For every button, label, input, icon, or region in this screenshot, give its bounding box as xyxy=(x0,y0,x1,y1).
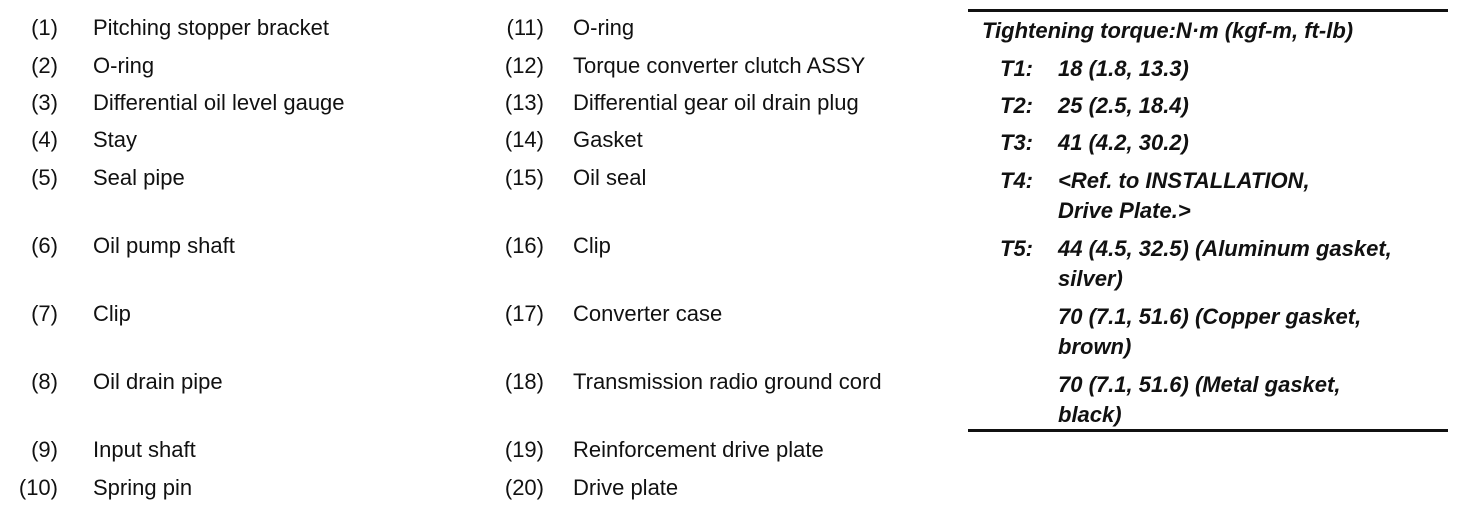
torque-value: 18 (1.8, 13.3) xyxy=(1058,54,1189,84)
torque-value-line: 44 (4.5, 32.5) (Aluminum gasket, xyxy=(1058,236,1392,261)
part-number: (19) xyxy=(504,437,544,462)
part-label: Clip xyxy=(93,301,131,326)
part-number: (8) xyxy=(31,369,58,394)
torque-code: T5: xyxy=(1000,236,1033,261)
part-number: (9) xyxy=(31,437,58,462)
part-number: (16) xyxy=(504,233,544,258)
part-label: Differential gear oil drain plug xyxy=(573,90,859,115)
torque-value-line: silver) xyxy=(1058,266,1123,291)
part-label: Input shaft xyxy=(93,437,196,462)
torque-value: 70 (7.1, 51.6) (Metal gasket, black) xyxy=(1058,370,1340,430)
part-label: Oil drain pipe xyxy=(93,369,223,394)
torque-code: T2: xyxy=(1000,93,1033,118)
part-number: (15) xyxy=(504,165,544,190)
part-label: Oil seal xyxy=(573,165,647,190)
part-label: Spring pin xyxy=(93,475,193,500)
torque-value: <Ref. to INSTALLATION, Drive Plate.> xyxy=(1058,166,1310,226)
torque-value-line: 70 (7.1, 51.6) (Metal gasket, xyxy=(1058,372,1341,397)
part-label: Converter case xyxy=(573,301,723,326)
part-label: Pitching stopper bracket xyxy=(93,15,330,40)
part-number: (3) xyxy=(31,90,58,115)
part-label: Stay xyxy=(93,127,138,152)
part-label: Seal pipe xyxy=(93,165,185,190)
torque-value-line: <Ref. to INSTALLATION, xyxy=(1058,168,1310,193)
part-label: Clip xyxy=(573,233,611,258)
torque-value: 44 (4.5, 32.5) (Aluminum gasket, silver) xyxy=(1058,234,1392,294)
torque-value-line: 41 (4.2, 30.2) xyxy=(1058,130,1189,155)
part-label: Drive plate xyxy=(573,475,679,500)
part-label: Torque converter clutch ASSY xyxy=(573,53,866,78)
part-number: (2) xyxy=(31,53,58,78)
torque-value-line: black) xyxy=(1058,402,1122,427)
part-number: (13) xyxy=(504,90,544,115)
torque-value: 41 (4.2, 30.2) xyxy=(1058,128,1189,158)
part-number: (10) xyxy=(18,475,58,500)
part-number: (7) xyxy=(31,301,58,326)
tightening-torque-box: Tightening torque:N·m (kgf-m, ft-lb) T1:… xyxy=(968,9,1448,432)
torque-code: T4: xyxy=(1000,168,1033,193)
torque-value-line: 70 (7.1, 51.6) (Copper gasket, xyxy=(1058,304,1362,329)
part-number: (5) xyxy=(31,165,58,190)
part-number: (20) xyxy=(504,475,544,500)
torque-title: Tightening torque:N·m (kgf-m, ft-lb) xyxy=(982,18,1354,43)
torque-code: T3: xyxy=(1000,130,1033,155)
torque-value: 25 (2.5, 18.4) xyxy=(1058,91,1189,121)
part-label: O-ring xyxy=(573,15,635,40)
part-label: Oil pump shaft xyxy=(93,233,235,258)
part-number: (6) xyxy=(31,233,58,258)
part-number: (14) xyxy=(504,127,544,152)
part-label: Differential oil level gauge xyxy=(93,90,345,115)
part-number: (4) xyxy=(31,127,58,152)
part-number: (17) xyxy=(504,301,544,326)
part-label: Gasket xyxy=(573,127,643,152)
part-label: Reinforcement drive plate xyxy=(573,437,824,462)
part-label: Transmission radio ground cord xyxy=(573,369,882,394)
torque-value-line: Drive Plate.> xyxy=(1058,198,1191,223)
torque-code: T1: xyxy=(1000,56,1033,81)
part-label: O-ring xyxy=(93,53,155,78)
part-number: (18) xyxy=(504,369,544,394)
torque-value: 70 (7.1, 51.6) (Copper gasket, brown) xyxy=(1058,302,1361,362)
torque-value-line: 25 (2.5, 18.4) xyxy=(1058,93,1189,118)
part-number: (11) xyxy=(506,15,545,40)
torque-value-line: brown) xyxy=(1058,334,1132,359)
part-number: (1) xyxy=(31,15,58,40)
part-number: (12) xyxy=(504,53,544,78)
torque-value-line: 18 (1.8, 13.3) xyxy=(1058,56,1189,81)
